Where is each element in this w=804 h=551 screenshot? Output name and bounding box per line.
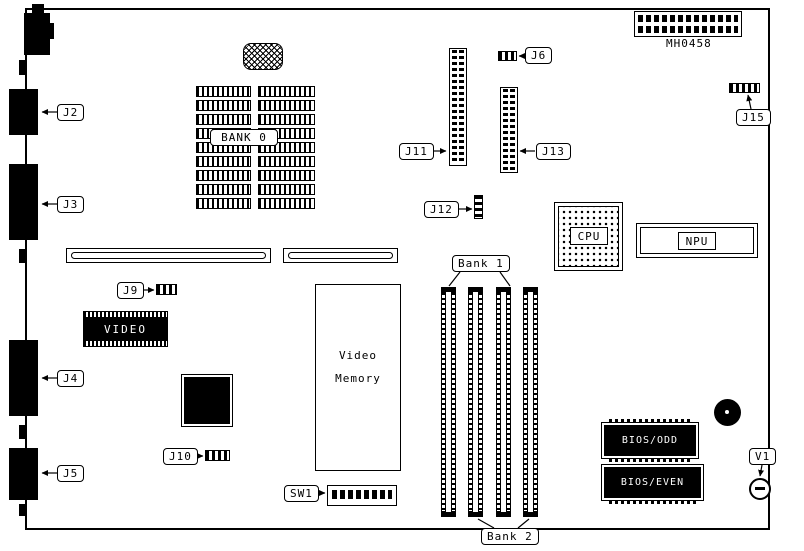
simm-socket-3 <box>496 287 511 517</box>
callout-j5: J5 <box>57 465 85 482</box>
trimmer-slot <box>755 487 765 490</box>
simm-rail <box>506 292 511 512</box>
bracket-tab <box>19 249 27 263</box>
simm-socket-2 <box>468 287 483 517</box>
dram-chip <box>258 100 315 111</box>
piezo-speaker <box>714 399 741 426</box>
dram-chip <box>258 170 315 181</box>
part-number: MH0458 <box>666 37 712 50</box>
pin-stripe <box>609 419 691 423</box>
connector-j2 <box>9 89 38 135</box>
simm-socket-4 <box>523 287 538 517</box>
simm-socket-1 <box>441 287 456 517</box>
pin-header-j13 <box>500 87 518 173</box>
npu-label: NPU <box>678 232 716 250</box>
connector-j5 <box>9 448 38 500</box>
callout-v1: V1 <box>749 448 777 465</box>
keyboard-connector-notch <box>50 23 54 39</box>
pin-column <box>459 50 464 164</box>
video-memory-box: Video Memory <box>315 284 401 471</box>
callout-j10: J10 <box>163 448 198 465</box>
bios-odd-chip: BIOS/ODD <box>601 422 699 459</box>
cpu-label: CPU <box>570 227 608 245</box>
callout-j4: J4 <box>57 370 85 387</box>
pin-stripe <box>609 500 696 504</box>
trimmer-v1 <box>749 478 771 500</box>
dram-chip <box>196 198 251 209</box>
dram-chip <box>196 156 251 167</box>
callout-bank0: BANK 0 <box>210 129 278 146</box>
pin-row <box>638 15 738 22</box>
callout-j2: J2 <box>57 104 85 121</box>
callout-j6: J6 <box>525 47 553 64</box>
callout-j12: J12 <box>424 201 459 218</box>
pin-column <box>452 50 457 164</box>
dram-chip <box>196 100 251 111</box>
dram-chip <box>258 156 315 167</box>
pin-column <box>510 89 515 171</box>
simm-rail <box>441 292 446 512</box>
callout-j3: J3 <box>57 196 85 213</box>
piezo-center <box>725 410 729 414</box>
keyboard-connector-tab <box>32 4 44 14</box>
pin-header-j11 <box>449 48 467 166</box>
callout-bank2: Bank 2 <box>481 528 539 545</box>
pin-row <box>638 26 738 33</box>
callout-j9: J9 <box>117 282 145 299</box>
dram-chip <box>258 198 315 209</box>
dram-chip <box>258 86 315 97</box>
video-chip-label: VIDEO <box>84 317 167 341</box>
qfp-chip <box>181 374 233 427</box>
callout-j13: J13 <box>536 143 571 160</box>
pin-header-j15 <box>729 83 760 93</box>
bracket-tab <box>19 504 27 516</box>
callout-j15: J15 <box>736 109 771 126</box>
dram-chip <box>196 86 251 97</box>
power-connector <box>634 11 742 37</box>
pin-stripe <box>84 341 167 346</box>
video-chip: VIDEO <box>83 311 168 347</box>
jumper-j9 <box>156 284 177 295</box>
bracket-tab <box>19 425 27 439</box>
dram-chip <box>196 114 251 125</box>
oscillator <box>243 43 283 70</box>
pin-stripe <box>84 312 167 317</box>
simm-rail <box>496 292 501 512</box>
expansion-slot <box>66 248 271 263</box>
dram-chip <box>258 142 315 153</box>
pin-column <box>503 89 508 171</box>
pin-stripe <box>609 458 691 462</box>
callout-sw1: SW1 <box>284 485 319 502</box>
simm-rail <box>533 292 538 512</box>
dram-chip <box>196 184 251 195</box>
simm-rail <box>478 292 483 512</box>
jumper-j6 <box>498 51 517 61</box>
video-memory-label-line2: Memory <box>335 372 381 385</box>
jumper-j12 <box>474 195 483 219</box>
keyboard-connector <box>24 13 50 55</box>
dip-switch-sw1 <box>327 485 397 506</box>
dram-chip <box>258 184 315 195</box>
dram-chip <box>196 170 251 181</box>
simm-rail <box>523 292 528 512</box>
simm-rail <box>468 292 473 512</box>
bracket-tab <box>19 60 27 75</box>
video-memory-label-line1: Video <box>338 349 378 362</box>
board-outline <box>25 8 770 530</box>
simm-rail <box>451 292 456 512</box>
dram-chip <box>258 114 315 125</box>
jumper-j10 <box>205 450 230 461</box>
expansion-slot <box>283 248 398 263</box>
bios-even-chip: BIOS/EVEN <box>601 464 704 501</box>
connector-j3 <box>9 164 38 240</box>
callout-j11: J11 <box>399 143 434 160</box>
dip-switch-row <box>332 490 392 499</box>
callout-bank1: Bank 1 <box>452 255 510 272</box>
connector-j4 <box>9 340 38 416</box>
npu-chip <box>636 223 758 258</box>
